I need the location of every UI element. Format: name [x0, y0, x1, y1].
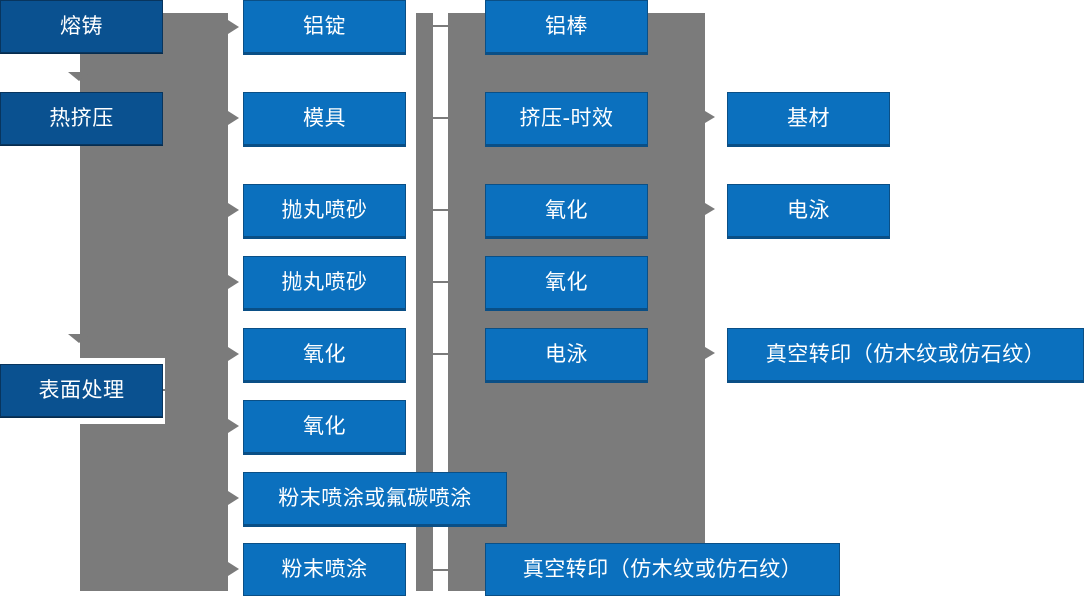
process-label-powder-or-pvdf: 粉末喷涂或氟碳喷涂 [278, 486, 472, 510]
output-label-base-material: 基材 [787, 106, 830, 130]
output-item-vacuum-transfer[interactable]: 真空转印（仿木纹或仿石纹） [727, 328, 1084, 381]
detail-label-vacuum-transfer: 真空转印（仿木纹或仿石纹） [522, 557, 803, 581]
detail-label-oxidation-1: 氧化 [545, 198, 588, 222]
output-item-base-material[interactable]: 基材 [727, 92, 890, 145]
arrow-right-icon-out-2 [705, 203, 715, 215]
detail-item-aluminum-bar[interactable]: 铝棒 [485, 0, 648, 53]
arrow-right-icon-proc-4 [228, 275, 239, 289]
stage-label-surface-treat: 表面处理 [38, 378, 125, 402]
connector-line-icon-det-2 [433, 117, 449, 119]
process-item-aluminum-ingot[interactable]: 铝锭 [243, 0, 406, 53]
process-label-oxidation-2: 氧化 [303, 414, 346, 438]
stage-item-melt-cast[interactable]: 熔铸 [0, 0, 163, 53]
process-label-powder-coating: 粉末喷涂 [281, 557, 368, 581]
detail-item-oxidation-2[interactable]: 氧化 [485, 256, 648, 309]
detail-item-electrophoresis[interactable]: 电泳 [485, 328, 648, 381]
process-item-oxidation-2[interactable]: 氧化 [243, 400, 406, 453]
stage-item-hot-extrusion[interactable]: 热挤压 [0, 92, 163, 145]
arrow-right-icon-proc-3 [228, 203, 239, 217]
connector-line-icon-det-1 [433, 25, 449, 27]
detail-label-extrusion-aging: 挤压-时效 [519, 106, 614, 130]
process-to-detail-bar [416, 13, 433, 591]
process-item-mold[interactable]: 模具 [243, 92, 406, 145]
process-label-oxidation-1: 氧化 [303, 342, 346, 366]
stage-item-surface-treat[interactable]: 表面处理 [0, 364, 163, 417]
arrow-right-icon-proc-8 [228, 562, 239, 576]
surface-treat-stub-line [163, 389, 187, 391]
detail-item-extrusion-aging[interactable]: 挤压-时效 [485, 92, 648, 145]
output-label-electrophoresis: 电泳 [787, 198, 830, 222]
arrow-right-icon-proc-6 [228, 419, 239, 433]
arrow-right-icon-proc-7 [228, 491, 239, 505]
arrow-down-icon-extrusion-to-surface [68, 334, 90, 343]
process-label-shot-blast-1: 抛丸喷砂 [281, 198, 368, 222]
arrow-right-icon-proc-5 [228, 347, 239, 361]
stage-label-melt-cast: 熔铸 [60, 14, 103, 38]
connector-line-icon-det-3 [433, 209, 449, 211]
process-item-oxidation-1[interactable]: 氧化 [243, 328, 406, 381]
detail-label-electrophoresis: 电泳 [545, 342, 588, 366]
process-label-shot-blast-2: 抛丸喷砂 [281, 270, 368, 294]
connector-line-icon-det-6 [433, 569, 449, 571]
arrow-right-icon-proc-1 [228, 20, 239, 34]
output-item-electrophoresis[interactable]: 电泳 [727, 184, 890, 237]
detail-label-oxidation-2: 氧化 [545, 270, 588, 294]
process-label-mold: 模具 [303, 106, 346, 130]
arrow-right-icon-proc-2 [228, 111, 239, 125]
process-item-shot-blast-2[interactable]: 抛丸喷砂 [243, 256, 406, 309]
process-label-aluminum-ingot: 铝锭 [303, 14, 346, 38]
arrow-right-icon-out-1 [705, 111, 715, 123]
process-item-shot-blast-1[interactable]: 抛丸喷砂 [243, 184, 406, 237]
process-item-powder-coating[interactable]: 粉末喷涂 [243, 543, 406, 596]
detail-item-vacuum-transfer[interactable]: 真空转印（仿木纹或仿石纹） [485, 543, 840, 596]
arrow-right-icon-out-3 [705, 347, 715, 359]
process-item-powder-or-pvdf[interactable]: 粉末喷涂或氟碳喷涂 [243, 472, 507, 525]
connector-line-icon-det-4 [433, 281, 449, 283]
arrow-down-icon-melt-to-extrusion [68, 72, 90, 81]
output-label-vacuum-transfer: 真空转印（仿木纹或仿石纹） [765, 342, 1046, 366]
connector-line-icon-det-5 [433, 353, 449, 355]
detail-item-oxidation-1[interactable]: 氧化 [485, 184, 648, 237]
stage-label-hot-extrusion: 热挤压 [49, 106, 114, 130]
detail-label-aluminum-bar: 铝棒 [545, 14, 588, 38]
